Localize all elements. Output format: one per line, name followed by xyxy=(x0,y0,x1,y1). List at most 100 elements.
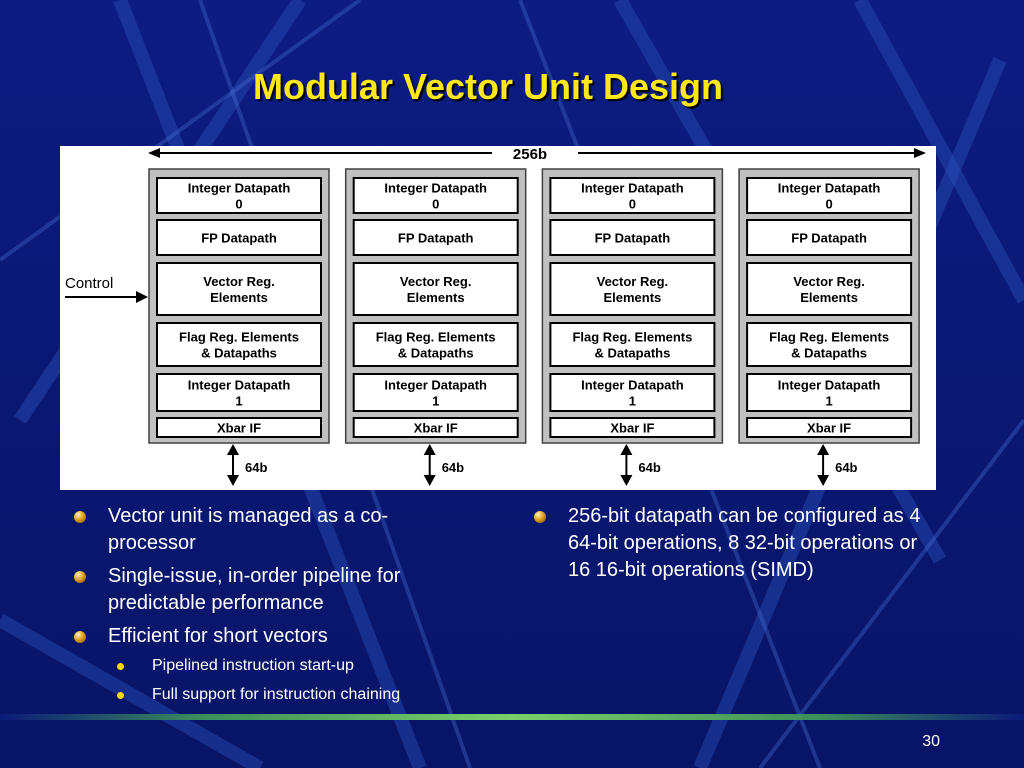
block-label-line2: & Datapaths xyxy=(201,346,277,361)
datapath-block xyxy=(156,219,322,256)
bus-width-label: 64b xyxy=(835,460,857,475)
bullet-orb-icon xyxy=(74,511,86,523)
block-label-line2: 0 xyxy=(825,197,832,212)
bus-arrow-up-head xyxy=(817,444,830,455)
block-label-line2: 1 xyxy=(235,394,242,409)
bullet-item: Single-issue, in-order pipeline for pred… xyxy=(70,563,460,617)
datapath-block xyxy=(156,417,322,438)
width-arrow-left-head xyxy=(148,148,160,158)
width-label: 256b xyxy=(513,146,547,163)
block-label-line2: 1 xyxy=(432,394,439,409)
bullet-text: 256-bit datapath can be configured as 4 … xyxy=(568,505,921,581)
bullet-orb-icon xyxy=(534,511,546,523)
block-label-line2: 1 xyxy=(629,394,636,409)
datapath-block xyxy=(746,177,913,214)
datapath-block xyxy=(549,219,716,256)
right-bullet-list: 256-bit datapath can be configured as 4 … xyxy=(530,503,930,590)
datapath-block xyxy=(549,417,716,438)
bullet-item: Efficient for short vectors xyxy=(70,623,460,650)
block-label-line1: Vector Reg. xyxy=(793,274,865,289)
block-label-line2: 0 xyxy=(432,197,439,212)
block-label-line1: Vector Reg. xyxy=(597,274,669,289)
slide-title: Modular Vector Unit Design xyxy=(252,66,724,107)
datapath-block xyxy=(549,177,716,214)
datapath-block xyxy=(156,177,322,214)
bus-arrow-up-head xyxy=(620,444,633,455)
block-label-line2: Elements xyxy=(800,290,858,305)
bus-arrow-down-head xyxy=(423,475,436,486)
footer-divider xyxy=(0,714,1024,720)
datapath-block xyxy=(352,177,519,214)
datapath-block xyxy=(549,373,716,412)
datapath-block xyxy=(549,322,716,367)
sub-bullet-item: Full support for instruction chaining xyxy=(70,685,460,705)
bullet-orb-icon xyxy=(74,571,86,583)
datapath-block xyxy=(746,373,913,412)
block-label-line1: Xbar IF xyxy=(414,421,458,436)
block-label-line1: Integer Datapath xyxy=(188,378,291,393)
block-label-line1: Flag Reg. Elements xyxy=(572,330,692,345)
datapath-block xyxy=(746,322,913,367)
bus-arrow-down-head xyxy=(227,475,239,486)
block-label-line1: Integer Datapath xyxy=(581,181,684,196)
bus-arrow-down-head xyxy=(620,475,633,486)
datapath-block xyxy=(156,322,322,367)
datapath-block xyxy=(156,262,322,316)
block-label-line1: Flag Reg. Elements xyxy=(179,330,299,345)
width-arrow-right-head xyxy=(914,148,926,158)
block-label-line2: 0 xyxy=(629,197,636,212)
block-label-line1: FP Datapath xyxy=(791,231,867,246)
bus-width-label: 64b xyxy=(245,460,267,475)
left-bullet-list: Vector unit is managed as a co-processor… xyxy=(70,503,460,714)
block-label-line1: Xbar IF xyxy=(217,421,261,436)
control-arrow-head xyxy=(136,291,148,303)
block-label-line1: Integer Datapath xyxy=(384,181,487,196)
block-label-line2: Elements xyxy=(210,290,268,305)
block-label-line1: Flag Reg. Elements xyxy=(769,330,889,345)
bullet-orb-icon xyxy=(74,631,86,643)
block-label-line2: Elements xyxy=(407,290,465,305)
datapath-block xyxy=(746,219,913,256)
block-label-line1: Integer Datapath xyxy=(384,378,487,393)
block-label-line2: 1 xyxy=(825,394,832,409)
sub-bullet-text: Pipelined instruction start-up xyxy=(152,657,354,674)
bullet-dot-icon xyxy=(117,663,124,670)
datapath-block xyxy=(352,373,519,412)
datapath-block xyxy=(746,262,913,316)
block-label-line1: Flag Reg. Elements xyxy=(376,330,496,345)
sub-bullet-item: Pipelined instruction start-up xyxy=(70,656,460,676)
block-label-line1: FP Datapath xyxy=(595,231,671,246)
block-label-line1: Xbar IF xyxy=(610,421,654,436)
block-label-line2: Elements xyxy=(603,290,661,305)
datapath-block xyxy=(746,417,913,438)
bullet-item: Vector unit is managed as a co-processor xyxy=(70,503,460,557)
bus-arrow-down-head xyxy=(817,475,830,486)
block-label-line2: & Datapaths xyxy=(791,346,867,361)
bullet-text: Efficient for short vectors xyxy=(108,625,328,647)
block-label-line1: Vector Reg. xyxy=(203,274,275,289)
sub-bullet-text: Full support for instruction chaining xyxy=(152,686,401,703)
page-number: 30 xyxy=(922,733,940,750)
bus-width-label: 64b xyxy=(638,460,660,475)
datapath-block xyxy=(156,373,322,412)
block-label-line1: Vector Reg. xyxy=(400,274,472,289)
datapath-block xyxy=(352,219,519,256)
block-label-line1: FP Datapath xyxy=(398,231,474,246)
bullet-item: 256-bit datapath can be configured as 4 … xyxy=(530,503,930,584)
bus-arrow-up-head xyxy=(227,444,239,455)
bullet-text: Vector unit is managed as a co-processor xyxy=(108,505,389,554)
control-label: Control xyxy=(65,275,113,292)
block-label-line2: & Datapaths xyxy=(594,346,670,361)
datapath-block xyxy=(352,417,519,438)
block-label-line1: Integer Datapath xyxy=(188,181,291,196)
block-label-line1: Integer Datapath xyxy=(778,378,881,393)
block-label-line1: Integer Datapath xyxy=(581,378,684,393)
datapath-block xyxy=(352,322,519,367)
block-label-line1: FP Datapath xyxy=(201,231,277,246)
block-label-line2: 0 xyxy=(235,197,242,212)
bus-arrow-up-head xyxy=(423,444,436,455)
block-label-line1: Xbar IF xyxy=(807,421,851,436)
block-label-line2: & Datapaths xyxy=(398,346,474,361)
bullet-text: Single-issue, in-order pipeline for pred… xyxy=(108,565,401,614)
